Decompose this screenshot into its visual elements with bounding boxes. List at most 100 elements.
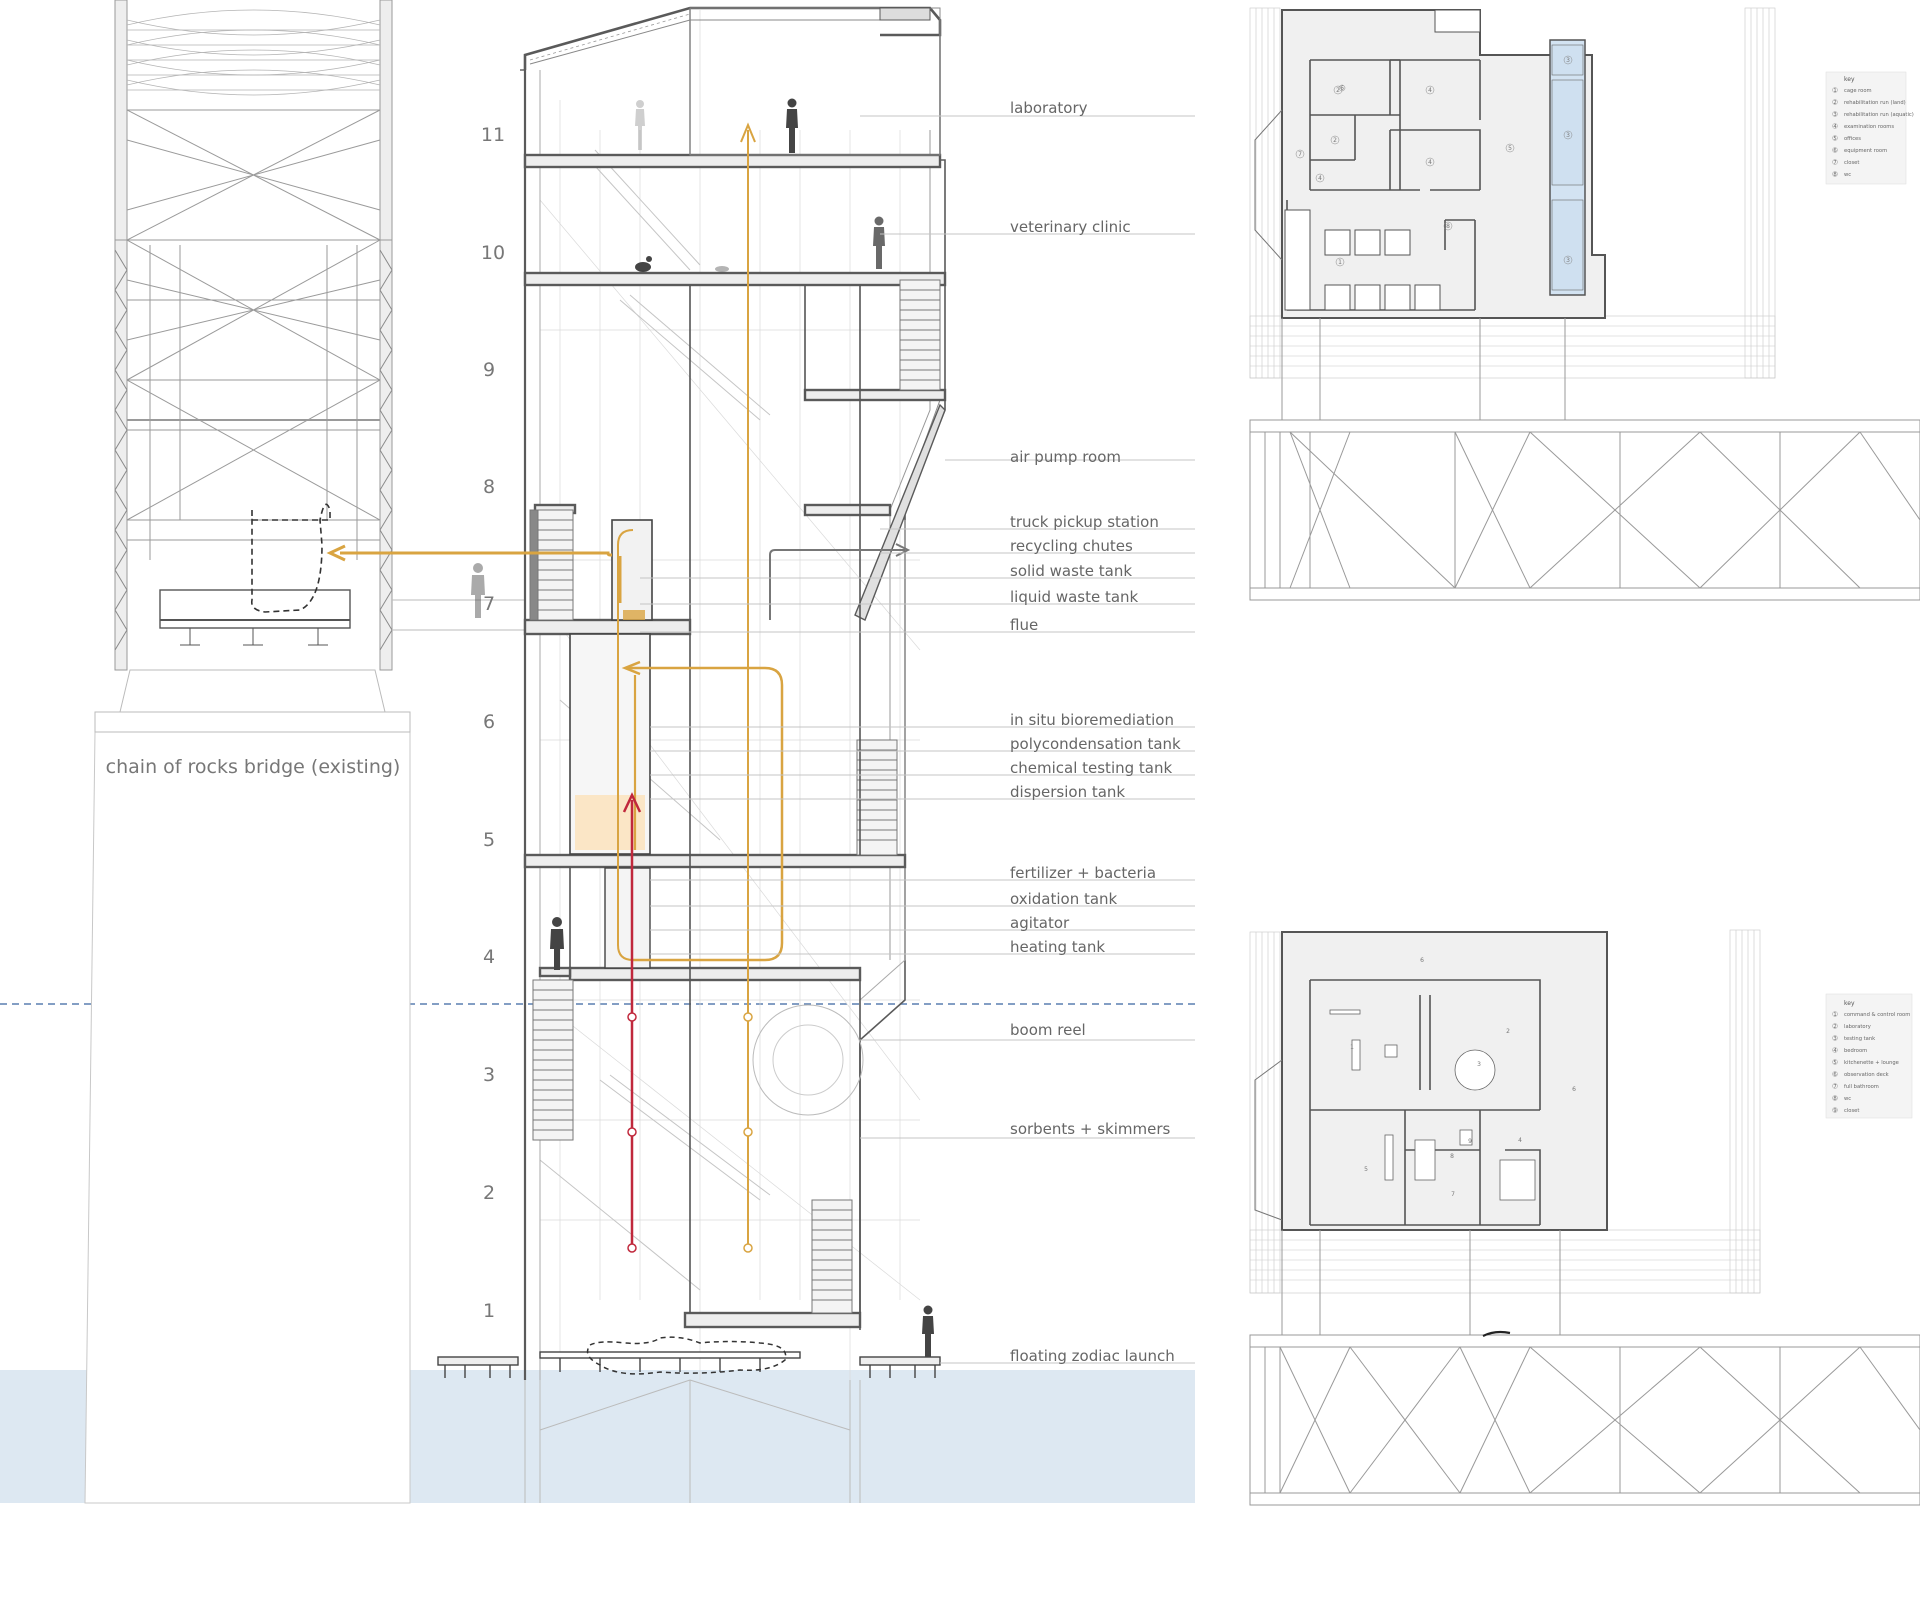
key-item-label: command & control room: [1844, 1012, 1910, 1018]
floor-number: 5: [483, 829, 495, 851]
floor-number: 7: [483, 593, 495, 615]
key-item-number: 6: [1833, 1072, 1836, 1078]
label-recycling-chutes: recycling chutes: [1010, 537, 1133, 555]
person-figure: [471, 563, 485, 618]
label-veterinary-clinic: veterinary clinic: [1010, 218, 1131, 236]
slab-11: [523, 153, 942, 169]
upper-key-list: cage room rehabilitation run (land) reha…: [1832, 87, 1914, 178]
label-dispersion-tank: dispersion tank: [1010, 783, 1125, 801]
key-item-label: observation deck: [1844, 1072, 1889, 1078]
label-sorbents-skimmers: sorbents + skimmers: [1010, 1120, 1171, 1138]
floor-number: 2: [483, 1182, 495, 1204]
key-item-label: cage room: [1844, 88, 1872, 94]
key-item-label: kitchenette + lounge: [1844, 1060, 1899, 1066]
person-figure: [635, 100, 645, 150]
key-item-number: 3: [1833, 112, 1836, 118]
person-figure: [873, 216, 885, 269]
key-item-number: 7: [1833, 1084, 1836, 1090]
slab-4: [568, 966, 862, 982]
truck-outline: [250, 503, 331, 613]
label-fertilizer-bacteria: fertilizer + bacteria: [1010, 864, 1156, 882]
bridge-elevation: [84, 0, 525, 1504]
person-figure: [550, 917, 564, 970]
slab-1: [683, 1311, 862, 1329]
label-air-pump-room: air pump room: [1010, 448, 1121, 466]
room-number: 7: [1298, 151, 1302, 158]
floor-number-column: 11 10 9 8 7 6 5 4 3 2 1: [481, 124, 505, 1322]
room-number: 5: [1508, 145, 1512, 152]
label-flue: flue: [1010, 616, 1038, 634]
key-item-label: bedroom: [1844, 1048, 1867, 1054]
key-item-label: wc: [1844, 1096, 1851, 1102]
floor-number: 11: [481, 124, 505, 146]
room-number: 8: [1446, 223, 1450, 230]
key-item-number: 4: [1833, 124, 1837, 130]
room-number: 8: [1450, 1153, 1454, 1160]
slab-5: [523, 853, 907, 869]
label-floating-zodiac-launch: floating zodiac launch: [1010, 1347, 1175, 1365]
label-heating-tank: heating tank: [1010, 938, 1105, 956]
key-item-number: 6: [1833, 148, 1836, 154]
room-number: 2: [1506, 1028, 1510, 1035]
label-in-situ-bioremediation: in situ bioremediation: [1010, 711, 1174, 729]
room-number: 3: [1566, 257, 1570, 264]
label-oxidation-tank: oxidation tank: [1010, 890, 1118, 908]
lower-key-list: command & control room laboratory testin…: [1832, 1011, 1910, 1114]
tower-section: [520, 6, 947, 1503]
lower-key-title: key: [1844, 1000, 1855, 1007]
room-number: 3: [1566, 132, 1570, 139]
bridge-pier: [84, 731, 411, 1504]
bioremediation-fill: [575, 795, 645, 850]
bird-figure: [635, 256, 652, 272]
key-item-label: closet: [1844, 1108, 1859, 1114]
key-item-label: full bathroom: [1844, 1084, 1879, 1090]
key-item-number: 4: [1833, 1048, 1837, 1054]
key-item-number: 3: [1833, 1036, 1836, 1042]
floor-number: 4: [483, 946, 495, 968]
room-number: 2: [1336, 87, 1340, 94]
human-figures: [471, 98, 934, 1357]
waste-flow-pipes: [326, 122, 911, 1253]
room-number: 9: [1468, 1138, 1472, 1145]
label-leaders: [640, 115, 1195, 1364]
floor-number: 6: [483, 711, 495, 733]
bird-figure: [715, 266, 729, 272]
label-polycondensation-tank: polycondensation tank: [1010, 735, 1181, 753]
key-item-label: closet: [1844, 160, 1859, 166]
upper-key-box: [1825, 71, 1907, 185]
section-labels: laboratory veterinary clinic air pump ro…: [1010, 99, 1181, 1365]
lower-key-box: [1825, 993, 1913, 1119]
room-number: 2: [1333, 137, 1337, 144]
room-number: 4: [1428, 87, 1432, 94]
key-item-number: 2: [1833, 100, 1836, 106]
room-number: 1: [1350, 1044, 1354, 1051]
key-item-number: 1: [1833, 88, 1836, 94]
upper-floor-plan: 1 2 2 3 3 3 4 4 4 5 6 7 8 key cage room …: [1249, 7, 1920, 601]
room-number: 6: [1420, 957, 1424, 964]
floor-number: 9: [483, 359, 495, 381]
room-number: 4: [1428, 159, 1432, 166]
room-number: 4: [1318, 175, 1322, 182]
label-boom-reel: boom reel: [1010, 1021, 1086, 1039]
label-liquid-waste-tank: liquid waste tank: [1010, 588, 1139, 606]
room-number: 6: [1340, 85, 1344, 92]
label-solid-waste-tank: solid waste tank: [1010, 562, 1132, 580]
room-number: 5: [1364, 1166, 1368, 1173]
boom-reel: [752, 1004, 864, 1116]
upper-key-title: key: [1844, 76, 1855, 83]
key-item-number: 2: [1833, 1024, 1836, 1030]
room-number: 7: [1451, 1191, 1455, 1198]
label-laboratory: laboratory: [1010, 99, 1088, 117]
key-item-label: laboratory: [1844, 1024, 1871, 1030]
room-number: 3: [1566, 57, 1570, 64]
key-item-label: wc: [1844, 172, 1851, 178]
key-item-number: 7: [1833, 160, 1836, 166]
slab-10: [523, 271, 947, 287]
roof: [523, 6, 942, 70]
label-agitator: agitator: [1010, 914, 1070, 932]
person-figure: [786, 98, 798, 153]
label-truck-pickup-station: truck pickup station: [1010, 513, 1159, 531]
key-item-number: 5: [1833, 1060, 1836, 1066]
